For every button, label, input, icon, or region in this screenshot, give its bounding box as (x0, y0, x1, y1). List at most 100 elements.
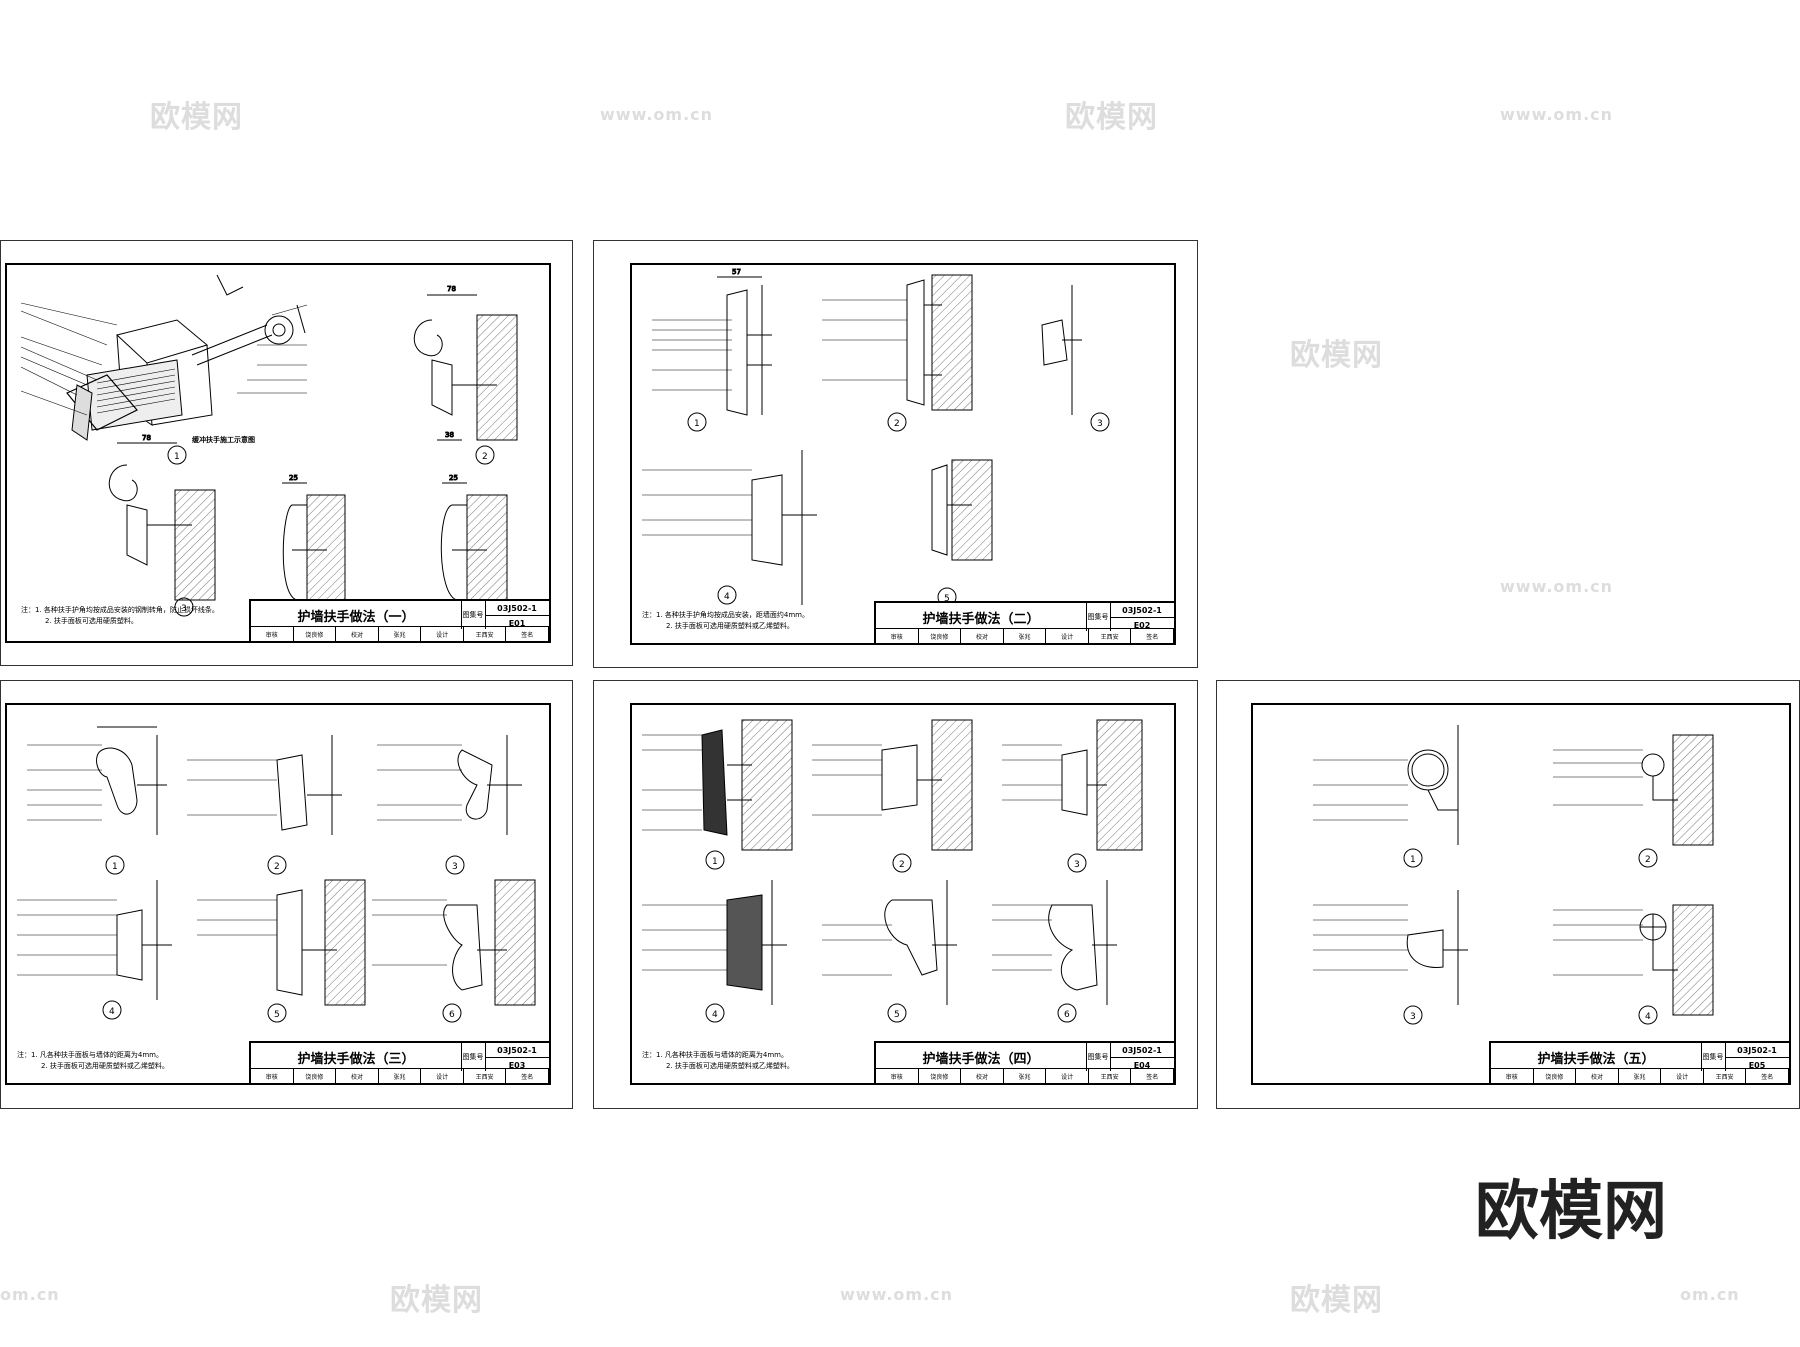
svg-text:2: 2 (274, 862, 280, 872)
note-line: 注：1. 各种扶手护角均按成品安装的钢制转角，防止损坏线条。 (21, 606, 219, 614)
watermark-logo: 欧模网 (390, 1283, 483, 1318)
atlas-code: 03J502-1 (1122, 1045, 1162, 1055)
watermark-url: www.om.cn (600, 105, 714, 124)
detail-drawings: 1 2 3 4 5 6 (642, 719, 1143, 1023)
sign-cell: 张兆 (379, 1069, 422, 1083)
sign-cell: 校对 (1576, 1069, 1619, 1083)
sign-cell: 审核 (876, 1069, 919, 1083)
drawing-sheet-5: 1 2 3 4 护墙扶手做法（五） 图集号 03J502-1 E05 审核 饶良… (1216, 680, 1800, 1109)
svg-text:5: 5 (944, 594, 950, 604)
brand-watermark-large: 欧模网 (1475, 1175, 1667, 1249)
svg-text:6: 6 (1064, 1010, 1070, 1020)
sign-cell: 饶良修 (919, 629, 962, 643)
svg-text:78: 78 (447, 285, 456, 293)
svg-text:2: 2 (899, 860, 905, 870)
svg-text:78: 78 (142, 434, 151, 442)
sign-cell: 审核 (876, 629, 919, 643)
page-number: E01 (485, 615, 549, 630)
sheet-frame: 1 2 3 4 护墙扶手做法（五） 图集号 03J502-1 E05 审核 饶良… (1251, 703, 1791, 1085)
sign-cell: 校对 (336, 627, 379, 641)
code-label: 图集号 (1086, 603, 1111, 631)
watermark-cn: om.cn (0, 1285, 60, 1304)
watermark-url: www.om.cn (1500, 577, 1614, 596)
code-label: 图集号 (461, 1043, 486, 1071)
svg-text:5: 5 (274, 1010, 280, 1020)
drawing-sheet-4: 1 2 3 4 5 6 注：1. 凡各种扶手面板与墙体的距离为4mm。 2. 扶… (593, 680, 1198, 1109)
note-line: 注：1. 凡各种扶手面板与墙体的距离为4mm。 (17, 1051, 163, 1059)
detail-caption: 缓冲扶手施工示意图 (192, 436, 255, 444)
code-label: 图集号 (1086, 1043, 1111, 1071)
svg-text:3: 3 (1074, 860, 1080, 870)
sheet-title: 护墙扶手做法（五） (1491, 1043, 1702, 1071)
sheet-title: 护墙扶手做法（一） (251, 601, 462, 629)
sheet-title: 护墙扶手做法（二） (876, 603, 1087, 631)
sign-cell: 签名 (1131, 629, 1175, 643)
detail-drawings: 1 2 3 4 5 6 (17, 726, 536, 1023)
sign-cell: 张兆 (379, 627, 422, 641)
drawing-sheet-1: 1 78 38 2 78 3 (0, 240, 573, 666)
sign-cell: 王西安 (1704, 1069, 1747, 1083)
watermark-logo: 欧模网 (150, 100, 243, 135)
note-line: 2. 扶手面板可选用硬质塑料或乙烯塑料。 (666, 622, 794, 630)
detail-drawings: 1 2 3 4 (1313, 725, 1714, 1025)
watermark-url: www.om.cn (840, 1285, 954, 1304)
sign-cell: 设计 (421, 1069, 464, 1083)
page-number: E03 (485, 1057, 549, 1072)
svg-text:25: 25 (289, 474, 298, 482)
title-block: 护墙扶手做法（三） 图集号 03J502-1 E03 审核 饶良修 校对 张兆 … (249, 1041, 550, 1083)
detail-drawings: 57 (642, 268, 1110, 607)
watermark-cn: om.cn (1680, 1285, 1740, 1304)
svg-text:6: 6 (449, 1010, 455, 1020)
watermark-url: www.om.cn (1500, 105, 1614, 124)
note-line: 2. 扶手面板可选用硬质塑料或乙烯塑料。 (666, 1062, 794, 1070)
note-line: 2. 扶手面板可选用硬质塑料。 (45, 617, 138, 625)
svg-text:4: 4 (1645, 1012, 1651, 1022)
sign-cell: 校对 (336, 1069, 379, 1083)
title-block: 护墙扶手做法（二） 图集号 03J502-1 E02 审核 饶良修 校对 张兆 … (874, 601, 1175, 643)
sign-cell: 签名 (506, 627, 550, 641)
sign-cell: 设计 (421, 627, 464, 641)
page-number: E04 (1110, 1057, 1174, 1072)
drawing-sheet-2: 57 (593, 240, 1198, 668)
title-block: 护墙扶手做法（五） 图集号 03J502-1 E05 审核 饶良修 校对 张兆 … (1489, 1041, 1790, 1083)
sign-cell: 校对 (961, 629, 1004, 643)
sign-cell: 张兆 (1004, 1069, 1047, 1083)
note-line: 注：1. 凡各种扶手面板与墙体的距离为4mm。 (642, 1051, 788, 1059)
sign-cell: 王西安 (1089, 629, 1132, 643)
sheet-frame: 1 2 3 4 5 6 注：1. 凡各种扶手面板与墙体的距离为4mm。 2. 扶… (5, 703, 551, 1085)
sign-cell: 审核 (1491, 1069, 1534, 1083)
sign-row: 审核 饶良修 校对 张兆 设计 王西安 签名 (1491, 1068, 1790, 1083)
sign-cell: 张兆 (1619, 1069, 1662, 1083)
sheet-frame: 1 2 3 4 5 6 注：1. 凡各种扶手面板与墙体的距离为4mm。 2. 扶… (630, 703, 1176, 1085)
atlas-code: 03J502-1 (497, 1045, 537, 1055)
sign-cell: 校对 (961, 1069, 1004, 1083)
sign-cell: 王西安 (1089, 1069, 1132, 1083)
sign-cell: 设计 (1046, 1069, 1089, 1083)
sign-cell: 审核 (251, 1069, 294, 1083)
note-line: 注：1. 各种扶手护角均按成品安装，距墙面约4mm。 (642, 611, 809, 619)
svg-text:3: 3 (1410, 1012, 1416, 1022)
svg-text:2: 2 (894, 419, 900, 429)
sign-cell: 王西安 (464, 627, 507, 641)
sign-cell: 设计 (1661, 1069, 1704, 1083)
title-block: 护墙扶手做法（四） 图集号 03J502-1 E04 审核 饶良修 校对 张兆 … (874, 1041, 1175, 1083)
sign-cell: 签名 (1131, 1069, 1175, 1083)
sheet-notes: 注：1. 各种扶手护角均按成品安装，距墙面约4mm。 2. 扶手面板可选用硬质塑… (642, 610, 809, 632)
sheet-notes: 注：1. 凡各种扶手面板与墙体的距离为4mm。 2. 扶手面板可选用硬质塑料或乙… (642, 1050, 794, 1072)
sheet-notes: 注：1. 各种扶手护角均按成品安装的钢制转角，防止损坏线条。 2. 扶手面板可选… (21, 605, 219, 627)
sign-cell: 饶良修 (294, 627, 337, 641)
watermark-logo: 欧模网 (1065, 100, 1158, 135)
code-label: 图集号 (1701, 1043, 1726, 1071)
svg-text:2: 2 (1645, 855, 1651, 865)
atlas-code: 03J502-1 (1122, 605, 1162, 615)
svg-text:3: 3 (1097, 419, 1103, 429)
sheet-frame: 57 (630, 263, 1176, 645)
svg-text:2: 2 (482, 452, 488, 462)
sign-cell: 签名 (1746, 1069, 1790, 1083)
svg-text:1: 1 (112, 862, 118, 872)
svg-text:38: 38 (445, 431, 454, 439)
sheet-notes: 注：1. 凡各种扶手面板与墙体的距离为4mm。 2. 扶手面板可选用硬质塑料或乙… (17, 1050, 169, 1072)
svg-text:1: 1 (174, 452, 180, 462)
sign-cell: 签名 (506, 1069, 550, 1083)
sign-cell: 审核 (251, 627, 294, 641)
